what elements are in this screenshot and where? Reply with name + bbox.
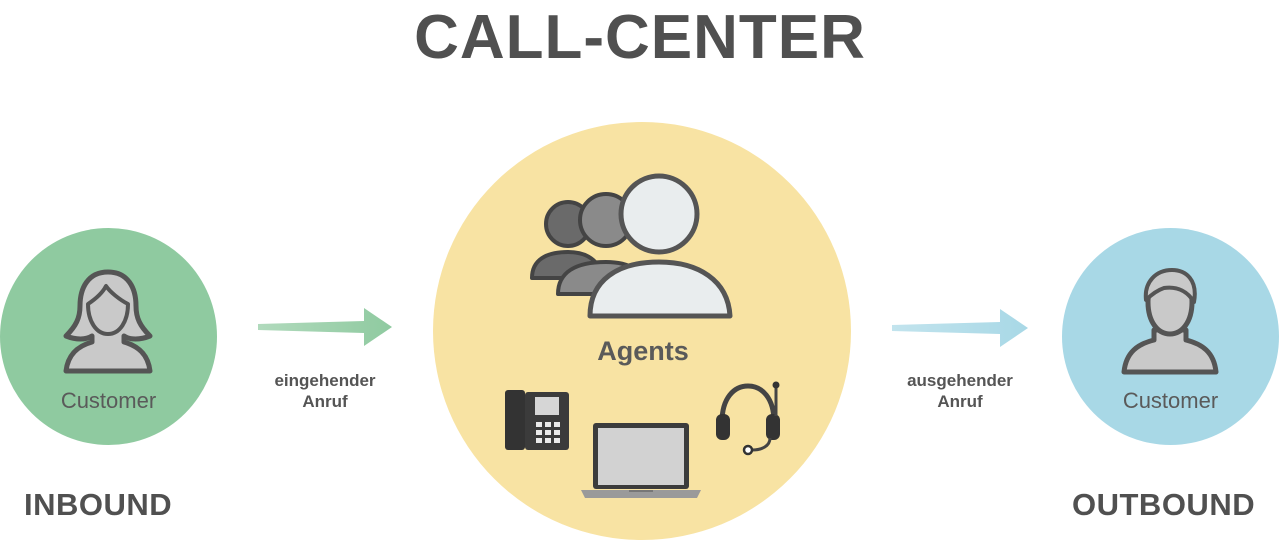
agents-group-icon <box>530 173 733 319</box>
inbound-arrow <box>258 308 392 346</box>
inbound-title: INBOUND <box>24 487 173 522</box>
laptop-icon <box>581 423 701 498</box>
inbound-flow-line2: Anruf <box>302 392 348 411</box>
outbound-title: OUTBOUND <box>1072 487 1256 522</box>
agents-label: Agents <box>597 336 689 366</box>
outbound-customer-label: Customer <box>1122 388 1219 413</box>
outbound-flow-label: ausgehender Anruf <box>880 370 1040 412</box>
male-user-icon <box>1121 268 1219 375</box>
outbound-flow-line1: ausgehender <box>907 371 1013 390</box>
female-user-icon <box>63 269 153 374</box>
inbound-customer-label: Customer <box>60 388 157 413</box>
desk-phone-icon <box>505 390 569 450</box>
outbound-arrow <box>892 309 1028 347</box>
page-title: CALL-CENTER <box>414 3 866 72</box>
inbound-flow-label: eingehender Anruf <box>245 370 405 412</box>
headset-icon <box>716 381 780 456</box>
outbound-flow-line2: Anruf <box>937 392 983 411</box>
inbound-flow-line1: eingehender <box>274 371 376 390</box>
